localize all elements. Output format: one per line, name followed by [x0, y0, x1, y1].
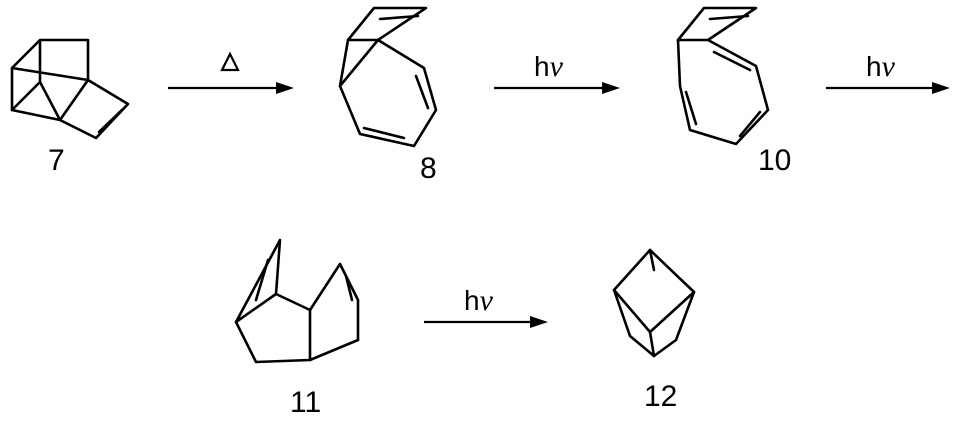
condition-nu: ν	[882, 50, 896, 83]
condition-h: h	[464, 285, 480, 316]
structure-10	[676, 6, 770, 146]
reaction-arrow-3: hν	[826, 50, 950, 94]
compound-label-12: 12	[644, 380, 677, 413]
structure-12	[612, 248, 696, 358]
svg-text:hν: hν	[464, 284, 494, 317]
condition-nu: ν	[550, 50, 564, 83]
structure-7	[10, 38, 130, 140]
structure-11	[234, 238, 360, 364]
svg-text:hν: hν	[866, 50, 896, 83]
delta-symbol	[220, 51, 240, 72]
svg-text:hν: hν	[534, 50, 564, 83]
reaction-arrow-4: hν	[424, 284, 548, 328]
condition-nu: ν	[480, 284, 494, 317]
compound-label-8: 8	[420, 152, 437, 185]
compound-label-7: 7	[48, 144, 65, 177]
condition-h: h	[866, 51, 882, 82]
compound-label-10: 10	[758, 144, 791, 177]
structure-8	[338, 6, 438, 148]
reaction-arrow-1: Δ	[168, 51, 294, 94]
condition-h: h	[534, 51, 550, 82]
reaction-arrow-2: hν	[494, 50, 620, 94]
compound-label-11: 11	[290, 386, 321, 419]
